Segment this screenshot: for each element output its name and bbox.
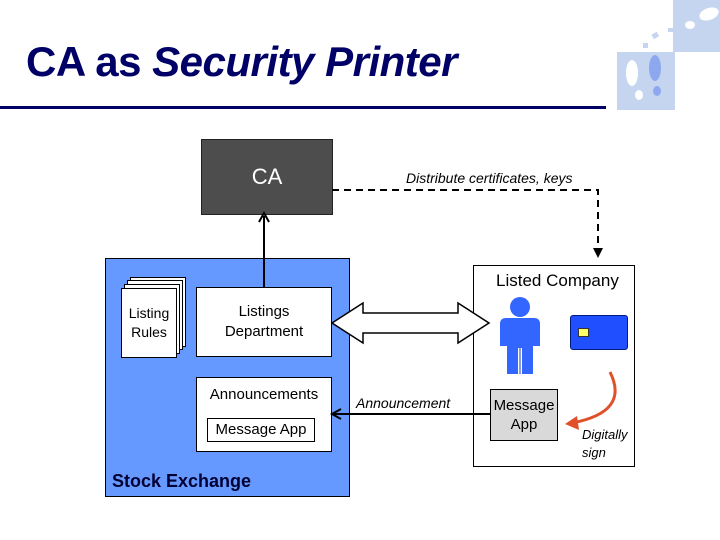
footprints-icon bbox=[617, 0, 720, 110]
title-italic: Security Printer bbox=[152, 38, 457, 85]
ca-box: CA bbox=[201, 139, 333, 215]
stock-exchange-label: Stock Exchange bbox=[112, 471, 252, 491]
person-icon bbox=[500, 297, 540, 374]
announcement-label: Announcement bbox=[356, 395, 451, 411]
announcements-label: Announcements bbox=[209, 386, 319, 403]
title-underline bbox=[0, 106, 606, 109]
company-msgapp-line2: App bbox=[510, 416, 538, 433]
dept-to-ca-arrowhead bbox=[258, 210, 270, 223]
double-arrow bbox=[330, 301, 491, 345]
listed-company-label: Listed Company bbox=[496, 271, 619, 290]
announcements-box: Announcements Message App bbox=[196, 377, 332, 452]
listing-rules-line2: Rules bbox=[131, 324, 167, 340]
sign-line2: sign bbox=[582, 445, 606, 460]
sign-arrowhead bbox=[565, 416, 579, 430]
digitally-sign-label: Digitally sign bbox=[582, 426, 642, 462]
exchange-message-app: Message App bbox=[207, 418, 315, 442]
ca-label: CA bbox=[251, 164, 283, 189]
announcement-arrowhead bbox=[329, 408, 342, 420]
distribute-edge bbox=[332, 189, 599, 252]
listings-dept-line2: Department bbox=[224, 323, 304, 340]
company-msgapp-line1: Message bbox=[493, 397, 555, 414]
distribute-label: Distribute certificates, keys bbox=[406, 170, 573, 186]
sign-line1: Digitally bbox=[582, 427, 628, 442]
slide-title: CA as Security Printer bbox=[26, 38, 457, 86]
sign-arrow bbox=[571, 371, 617, 425]
smartcard-icon bbox=[570, 315, 628, 350]
title-plain: CA as bbox=[26, 38, 153, 85]
distribute-arrowhead bbox=[593, 248, 603, 258]
listing-rules-line1: Listing bbox=[128, 305, 170, 321]
card-chip-icon bbox=[578, 328, 589, 337]
listings-dept-line1: Listings bbox=[238, 303, 290, 320]
